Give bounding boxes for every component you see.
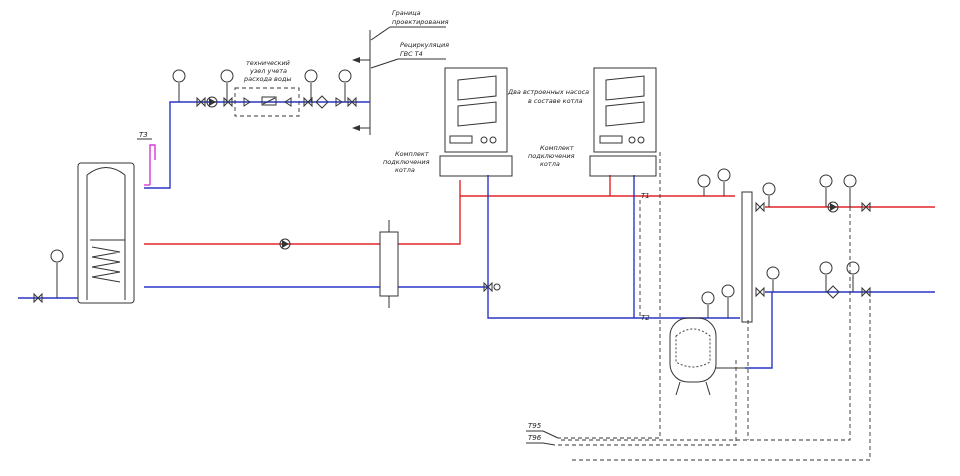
svg-text:ГВС Т4: ГВС Т4 [400, 50, 423, 58]
svg-text:Два встроенных насоса: Два встроенных насоса [507, 88, 589, 96]
svg-text:расхода воды: расхода воды [243, 75, 291, 83]
control-line [558, 152, 661, 439]
boiler-2-kit-label: Комплект подключения котла [528, 144, 575, 168]
pressure-gauge-icon [304, 69, 318, 102]
arrow-icon [352, 57, 360, 63]
svg-text:Комплект: Комплект [395, 150, 429, 158]
flow-meter-icon [261, 96, 277, 106]
pressure-gauge-icon [338, 69, 352, 102]
t1-label: Т1 [641, 192, 650, 200]
valve-icon [861, 286, 871, 298]
svg-text:проектирования: проектирования [392, 18, 449, 26]
t2-label: Т2 [641, 314, 650, 322]
boiler-1-kit-label: Комплект подключения котла [383, 150, 430, 174]
svg-text:Комплект: Комплект [540, 144, 574, 152]
svg-text:котла: котла [540, 160, 560, 168]
pressure-gauge-icon [846, 261, 860, 292]
tank-coil [91, 246, 121, 283]
boundary-leader [370, 26, 391, 41]
boiler-1-connection-kit [439, 155, 513, 177]
valve-icon [196, 96, 206, 108]
distribution-manifold [741, 191, 753, 323]
pressure-gauge-icon [50, 249, 64, 298]
valve-icon [861, 201, 871, 213]
circulation-pump-icon [279, 238, 291, 250]
arrow-icon [352, 125, 360, 131]
pressure-gauge-icon [819, 174, 833, 207]
valve-icon [303, 96, 313, 108]
pressure-gauge-icon [762, 182, 776, 207]
three-way-valve-icon [483, 281, 501, 293]
t95-label: Т95 [528, 422, 542, 430]
valve-icon [755, 201, 765, 213]
svg-text:технический: технический [246, 59, 290, 67]
check-valve-icon [243, 97, 251, 107]
t3-label: Т3 [139, 131, 148, 139]
built-in-pumps-label: Два встроенных насоса в составе котла [507, 88, 589, 105]
meter-unit-box [234, 87, 300, 117]
svg-text:подключения: подключения [528, 152, 575, 160]
pressure-gauge-icon [220, 69, 234, 102]
valve-icon [33, 292, 43, 304]
pressure-gauge-icon [701, 291, 715, 318]
circulation-pump-icon [827, 201, 839, 213]
design-boundary-label: Граница проектирования [390, 9, 449, 28]
pressure-gauge-icon [819, 261, 833, 292]
svg-text:котла: котла [395, 166, 415, 174]
svg-text:Рециркуляция: Рециркуляция [400, 41, 449, 49]
svg-text:узел учета: узел учета [249, 67, 287, 75]
t96-label: Т96 [528, 434, 542, 442]
pressure-gauge-icon [697, 174, 711, 196]
recirc-leader [370, 58, 399, 69]
check-valve-icon [335, 97, 343, 107]
svg-text:Граница: Граница [392, 9, 421, 17]
filter-icon [315, 95, 329, 109]
meter-unit-label: технический узел учета расхода воды [243, 59, 291, 83]
pump-icon [206, 96, 218, 108]
boiler-1 [444, 67, 508, 153]
recirculation-label: Рециркуляция ГВС Т4 [398, 41, 449, 60]
pressure-gauge-icon [721, 284, 735, 318]
pressure-gauge-icon [172, 69, 186, 102]
cold-water-line [144, 101, 370, 189]
pressure-gauge-icon [843, 174, 857, 207]
pressure-gauge-icon [766, 266, 780, 292]
svg-text:в составе котла: в составе котла [528, 97, 583, 105]
boiler-2-connection-kit [589, 155, 657, 177]
storage-tank [77, 162, 135, 304]
valve-icon [223, 96, 233, 108]
hydraulic-separator [379, 231, 399, 297]
pressure-gauge-icon [717, 168, 731, 196]
check-valve-icon [284, 97, 292, 107]
svg-text:подключения: подключения [383, 158, 430, 166]
boiler-2 [593, 67, 657, 153]
valve-icon [347, 96, 357, 108]
valve-icon [755, 286, 765, 298]
filter-icon [826, 285, 840, 299]
expansion-tank [669, 317, 717, 396]
